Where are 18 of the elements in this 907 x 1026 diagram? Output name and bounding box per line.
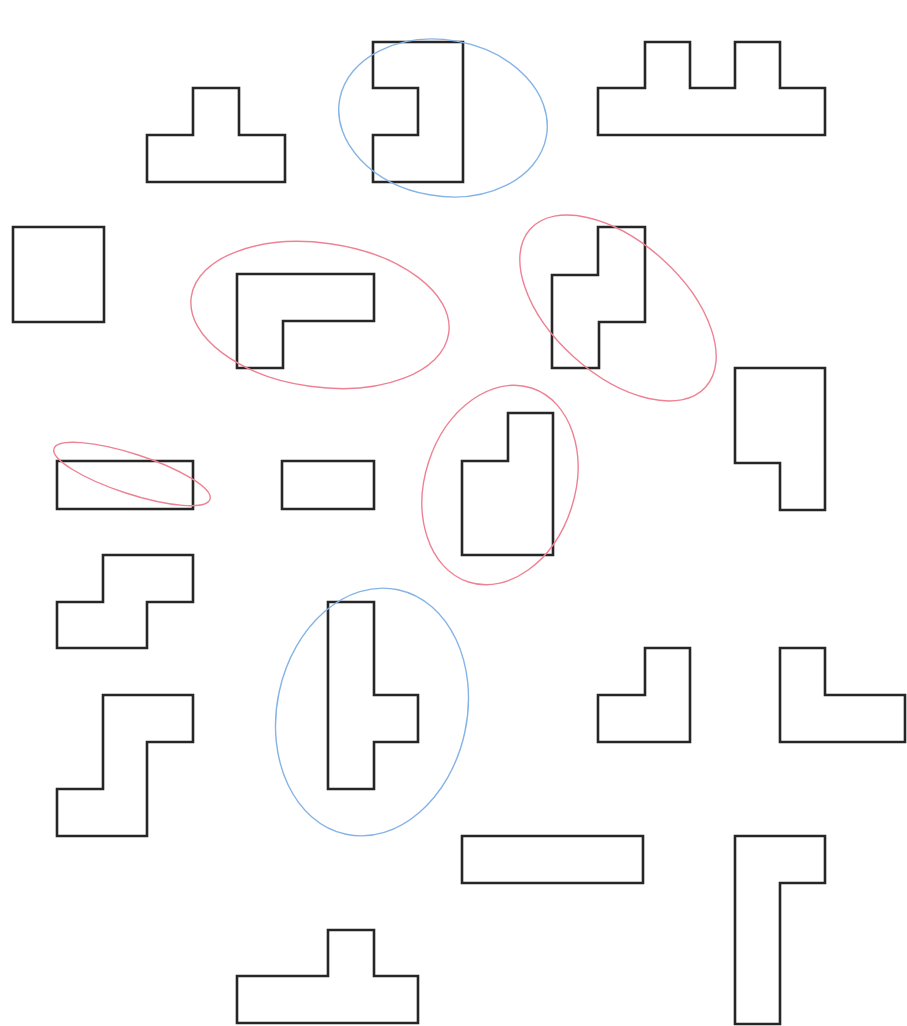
tile-outline (596, 40, 827, 137)
tile-outline (778, 646, 907, 744)
tile-outline (235, 272, 376, 370)
tile-outline (460, 411, 555, 557)
tile-outline (550, 225, 647, 370)
tile-outline (460, 834, 645, 885)
tile-outline (11, 225, 106, 324)
tile-outline (235, 928, 420, 1025)
tile-outline (733, 834, 827, 1026)
tile-outline (145, 86, 287, 184)
tile-outline (55, 693, 195, 838)
tile-outline (280, 459, 376, 511)
tile-outline (55, 459, 195, 511)
tile-outline (326, 600, 420, 791)
tile-outline (596, 646, 692, 744)
tile-outline (371, 40, 465, 184)
tile-outline (733, 366, 827, 512)
tile-outline (55, 553, 195, 650)
